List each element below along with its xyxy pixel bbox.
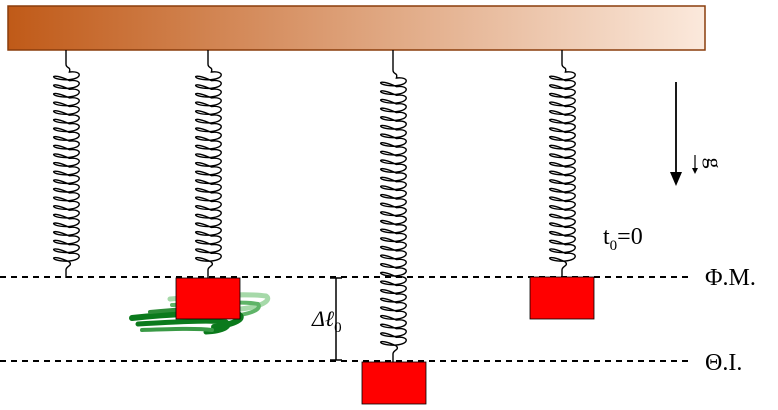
springs-group xyxy=(52,50,576,362)
equilibrium-label: Θ.Ι. xyxy=(705,350,742,376)
time-label: t0=0 xyxy=(603,224,643,254)
mass-3 xyxy=(361,361,427,405)
spring-4 xyxy=(548,50,576,277)
mass-4 xyxy=(529,276,595,320)
ceiling-bar xyxy=(7,5,706,51)
gravity-label: g xyxy=(702,158,727,169)
spring-3 xyxy=(379,50,407,362)
spring-1 xyxy=(52,50,80,278)
mass-2 xyxy=(175,277,241,320)
spring-2 xyxy=(194,50,222,278)
extension-label: Δℓ0 xyxy=(311,306,342,336)
natural-length-label: Φ.Μ. xyxy=(705,265,756,291)
gravity-vector-arrow xyxy=(692,155,698,174)
down-arrow-icon xyxy=(670,82,682,186)
